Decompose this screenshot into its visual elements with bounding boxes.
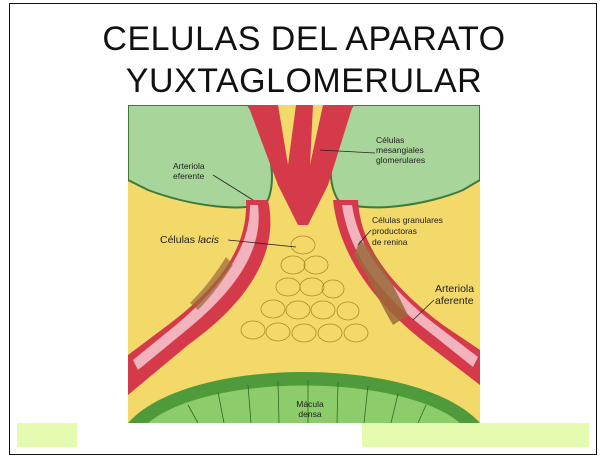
label-lacis-italic: lacis [198, 234, 220, 246]
label-granular-line-1: Células granulares [372, 215, 443, 225]
label-mesangial-line-3: glomerulares [376, 155, 425, 165]
label-afferent-line-1: Arteriola [435, 283, 474, 295]
title-line-1: CELULAS DEL APARATO [9, 18, 599, 60]
label-mesangial-line-2: mesangiales [376, 145, 424, 155]
label-efferent-line-1: Arteriola [173, 161, 205, 171]
svg-text:Células lacis: Células lacis [160, 234, 220, 246]
label-afferent-line-2: aferente [435, 295, 474, 307]
title-line-2: YUXTAGLOMERULAR [9, 60, 599, 102]
slide-title: CELULAS DEL APARATO YUXTAGLOMERULAR [9, 18, 599, 102]
label-macula-line-1: Mácula [296, 399, 324, 409]
label-lacis-prefix: Células [160, 234, 198, 246]
label-granular-line-2: productoras [372, 226, 417, 236]
label-macula-line-2: densa [298, 409, 321, 419]
juxtaglomerular-illustration: Células mesangiales glomerulares Arterio… [128, 105, 480, 423]
label-granular-line-3: de renina [372, 237, 408, 247]
label-mesangial-line-1: Células [376, 135, 404, 145]
highlight-box-left [17, 423, 77, 447]
label-efferent-line-2: eferente [173, 171, 204, 181]
label-macula: Mácula densa [296, 399, 324, 419]
highlight-box-right [362, 423, 589, 447]
